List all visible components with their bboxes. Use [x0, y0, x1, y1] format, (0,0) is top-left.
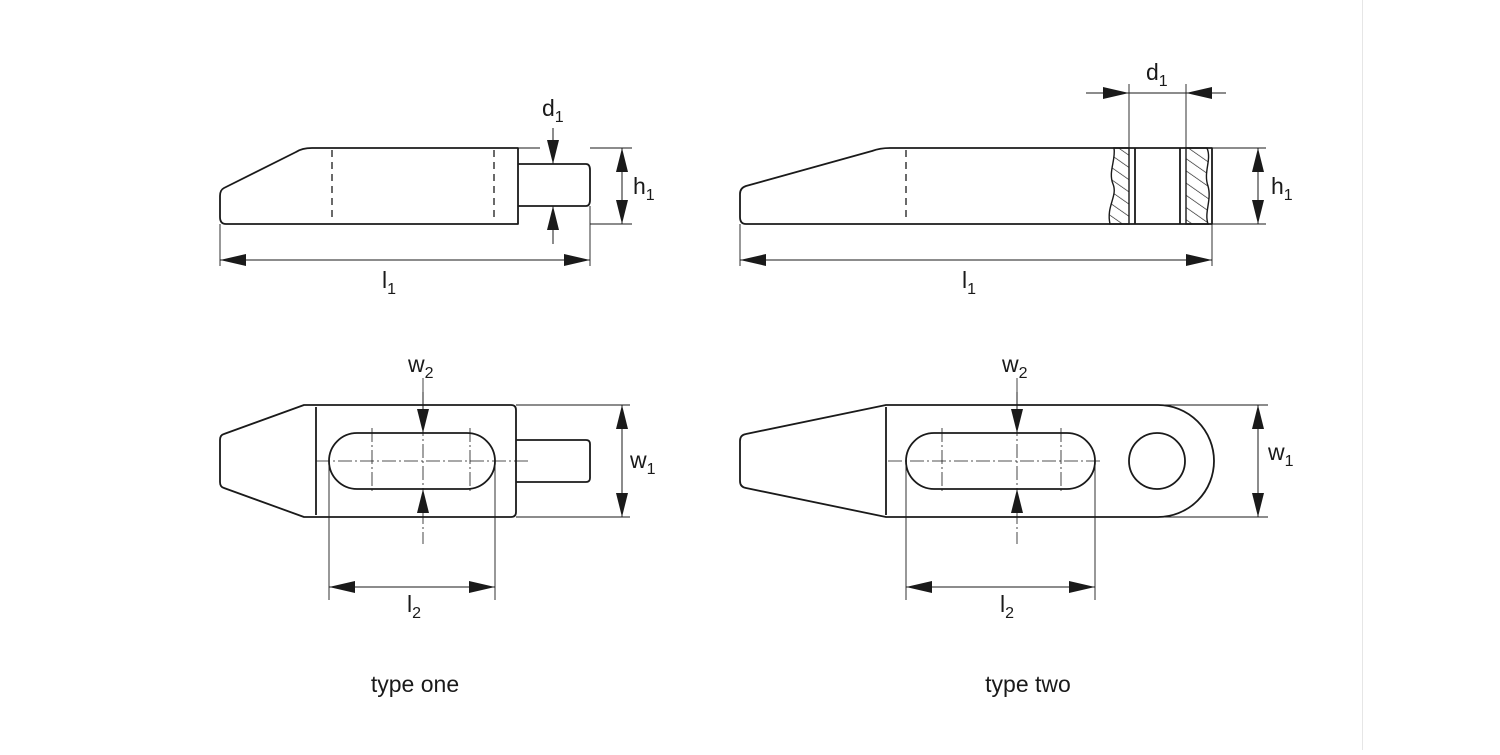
type-two-l1-label: l1: [962, 267, 976, 298]
type-one-side-view: d1 h1 l1: [219, 95, 655, 298]
type-one-l2-label: l2: [407, 591, 421, 622]
type-one-d1-label: d1: [542, 95, 564, 126]
type-two-l2-label: l2: [1000, 591, 1014, 622]
type-two-d1-label: d1: [1146, 59, 1168, 90]
type-one-body-side: [219, 147, 519, 225]
type-one-top-view: w2 w1 l2: [219, 351, 656, 622]
type-one-w1-label: w1: [629, 447, 656, 478]
type-two-body-side: [739, 147, 1213, 225]
type-two-side-view: d1 h1 l1: [739, 59, 1293, 298]
type-two-top-view: w2 w1 l2: [739, 351, 1294, 622]
type-two-slot: [905, 432, 1096, 490]
type-one-slot: [328, 432, 496, 490]
type-one-caption: type one: [371, 671, 459, 697]
type-one-w2-label: w2: [407, 351, 434, 382]
type-one-body-top: [219, 404, 517, 518]
type-two-section-left: [1108, 147, 1130, 225]
type-two-bore-hole: [1128, 432, 1186, 490]
type-one-l1-label: l1: [382, 267, 396, 298]
type-one-pin-side: [518, 163, 591, 207]
type-one-h1-label: h1: [633, 173, 655, 204]
type-two-caption: type two: [985, 671, 1071, 697]
type-two-w1-label: w1: [1267, 439, 1294, 470]
type-two-section-right: [1185, 147, 1210, 225]
type-two-w2-label: w2: [1001, 351, 1028, 382]
page-edge-divider: [1362, 0, 1363, 750]
type-one-pin-top: [516, 439, 591, 483]
type-two-body-top: [739, 404, 1215, 518]
type-two-h1-label: h1: [1271, 173, 1293, 204]
